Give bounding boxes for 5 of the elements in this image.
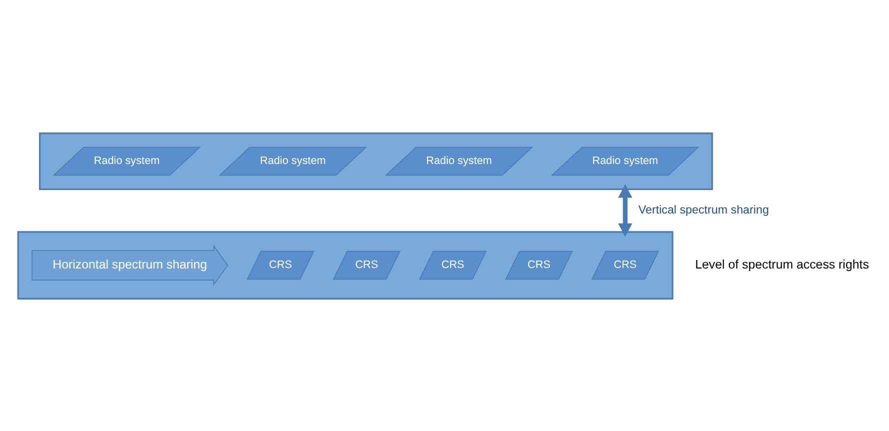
cluster bbox=[39, 132, 713, 190]
edge-label: Vertical spectrum sharing bbox=[638, 203, 769, 216]
cluster bbox=[17, 230, 674, 299]
arrow bbox=[618, 184, 632, 236]
label: Level of spectrum access rights bbox=[695, 256, 869, 271]
